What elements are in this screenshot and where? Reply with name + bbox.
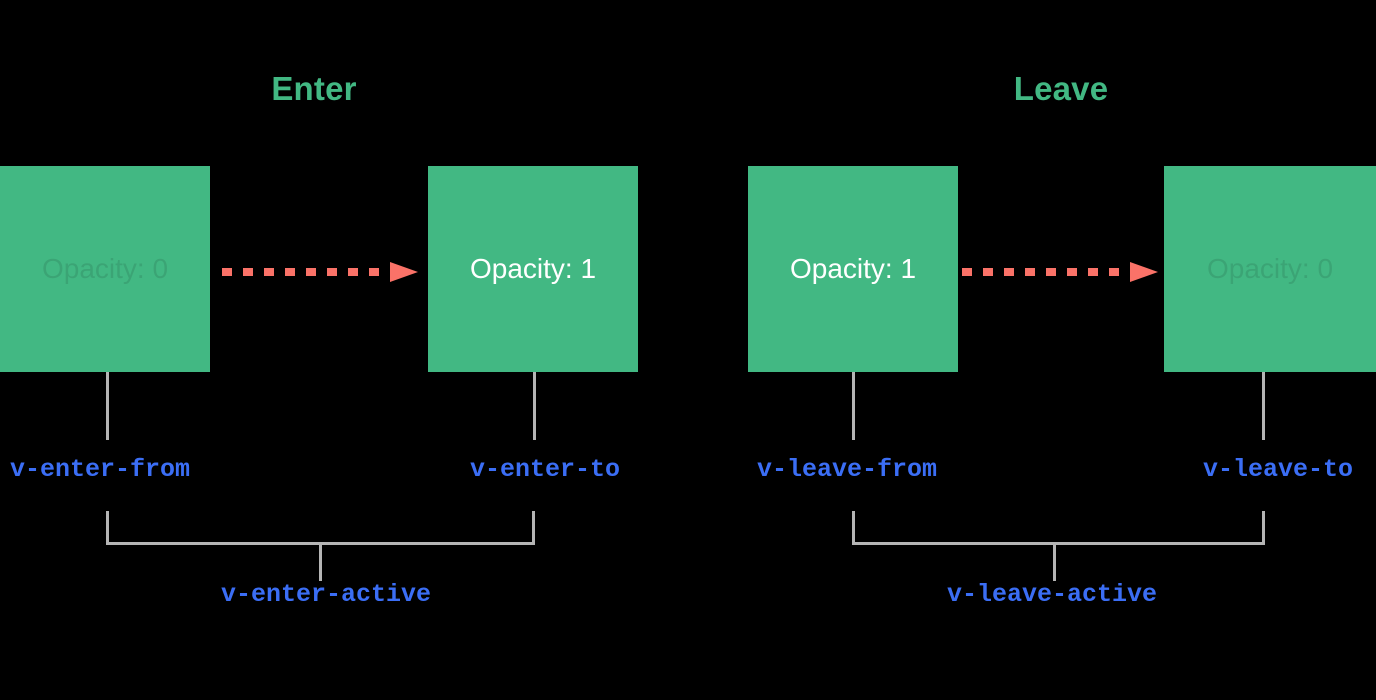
class-label-v-enter-from: v-enter-from [10, 455, 191, 484]
opacity-box-leave-to: Opacity: 0 [1164, 166, 1376, 372]
leader-stem-enter-to [533, 372, 536, 440]
bracket-leave-active [852, 511, 1265, 545]
class-label-v-leave-from: v-leave-from [757, 455, 938, 484]
leave-transition-arrow [962, 262, 1158, 282]
bracket-stem-enter-active [319, 544, 322, 581]
opacity-box-label: Opacity: 0 [1206, 253, 1334, 284]
opacity-box-label: Opacity: 1 [789, 253, 917, 284]
leader-stem-leave-to [1262, 372, 1265, 440]
enter-transition-arrow [222, 262, 418, 282]
opacity-box-leave-from: Opacity: 1 [748, 166, 958, 372]
section-title-enter: Enter [271, 70, 357, 107]
leader-stem-enter-from [106, 372, 109, 440]
opacity-box-enter-to: Opacity: 1 [428, 166, 638, 372]
leader-stem-leave-from [852, 372, 855, 440]
opacity-box-label: Opacity: 1 [469, 253, 597, 284]
bracket-enter-active [106, 511, 535, 545]
class-label-v-enter-to: v-enter-to [469, 455, 620, 484]
bracket-stem-leave-active [1053, 544, 1056, 581]
class-label-v-leave-active: v-leave-active [946, 580, 1158, 609]
class-label-v-enter-active: v-enter-active [220, 580, 432, 609]
class-label-v-leave-to: v-leave-to [1202, 455, 1353, 484]
opacity-box-label: Opacity: 0 [41, 253, 169, 284]
section-title-leave: Leave [1013, 70, 1109, 107]
opacity-box-enter-from: Opacity: 0 [0, 166, 210, 372]
